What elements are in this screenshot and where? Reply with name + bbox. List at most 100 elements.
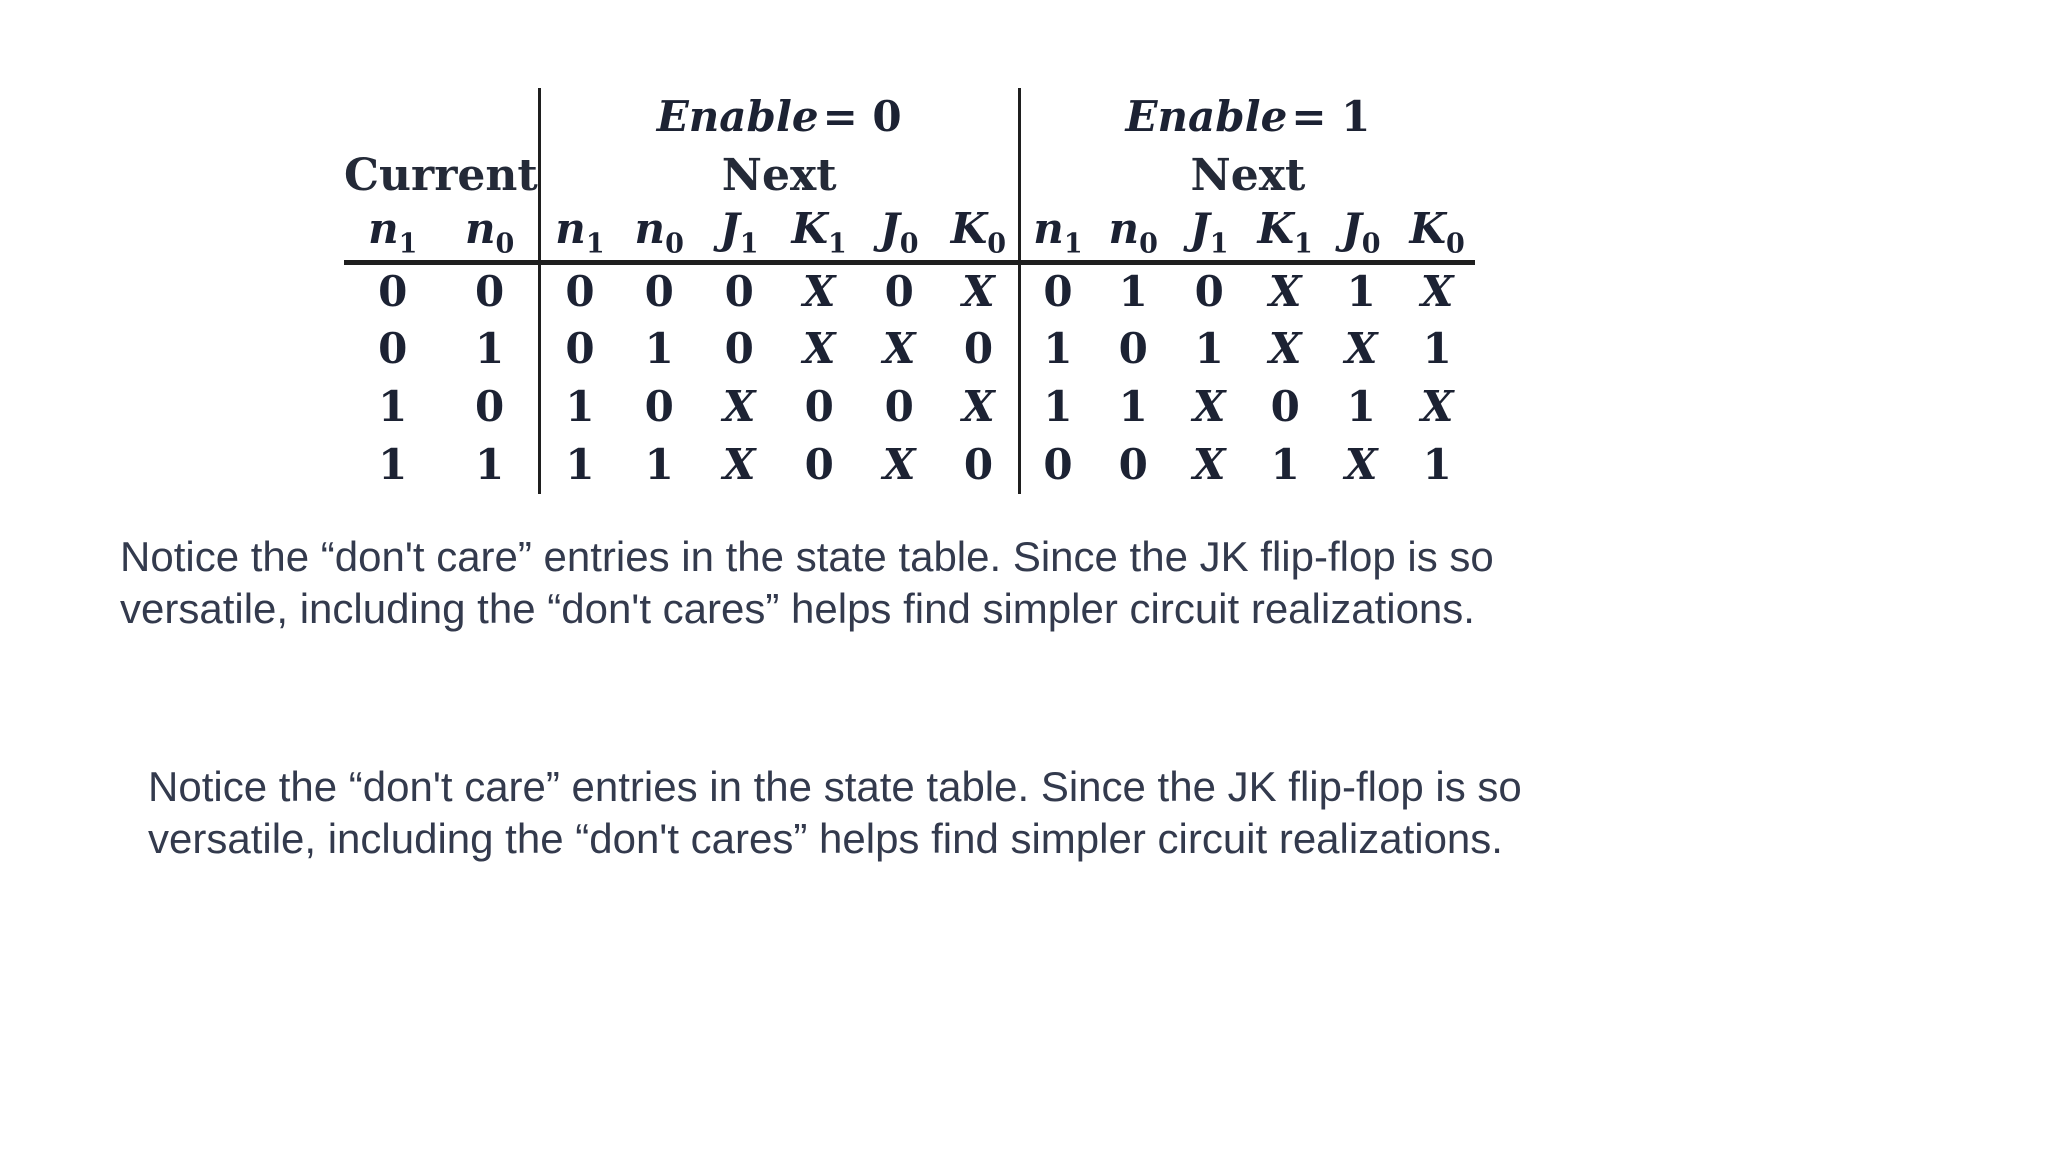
table-cell: 1 [378,440,408,489]
table-cell: 0 [537,262,620,320]
table-cell: 1 [1194,324,1224,373]
header-sub: 1 [398,228,418,260]
table-cell: X [882,324,916,373]
current-label: Current [344,150,538,201]
header-base: n [464,204,496,254]
enable-value: = 0 [822,92,902,141]
enable0-header: Enable= 0 [537,88,1020,146]
column-header: n0 [619,204,700,265]
table-cell: 1 [537,436,620,494]
table-cell: 0 [378,267,408,317]
table-cell: 0 [724,324,754,373]
table-row: 1 1 1 1 X 0 X 0 0 0 X 1 X 1 [344,436,1475,494]
header-sub: 0 [987,228,1007,260]
table-row: 0 0 0 0 0 X 0 X 0 1 0 X 1 X [344,262,1475,320]
table-cell: 0 [1118,440,1148,489]
column-header: K1 [779,206,860,265]
column-header: n1 [537,204,620,265]
table-cell: X [802,324,836,373]
table-cell: 0 [1270,382,1300,431]
column-header: n1 [1017,204,1096,265]
next-label-enable1: Next [1017,146,1476,206]
column-header: K0 [939,204,1020,265]
table-row-enable: Enable= 0 Enable= 1 [344,88,1476,146]
header-base: J [1341,204,1362,254]
table-cell: 1 [1422,440,1452,489]
header-base: n [1033,204,1064,254]
header-sub: 0 [899,228,919,260]
table-cell: 1 [1118,267,1148,317]
table-cell: X [1192,382,1226,431]
table-cell: X [722,440,756,489]
note-paragraph-1: Notice the “don't care” entries in the s… [120,531,1494,635]
header-sub: 1 [1063,228,1083,260]
header-base: n [555,204,586,254]
table-cell: X [1344,324,1378,373]
table-cell: X [1420,382,1454,431]
table-cell: 1 [475,324,505,373]
note-line: versatile, including the “don't cares” h… [148,815,1503,862]
table-cell: 0 [644,382,674,431]
state-table: Enable= 0 Enable= 1 Current Next Next n1… [344,88,1476,494]
enable-var: Enable [656,92,819,141]
column-header: K0 [1399,204,1476,265]
table-cell: 0 [378,324,408,373]
header-base: J [1189,204,1210,254]
column-header: K1 [1247,206,1324,265]
table-cell: 1 [1346,382,1376,431]
table-cell: 1 [1346,267,1376,317]
header-base: K [1409,204,1447,254]
table-row-group-labels: Current Next Next [344,146,1476,206]
column-header: J0 [859,206,940,265]
table-cell: 0 [644,267,674,317]
header-sub: 0 [495,228,515,260]
column-header: n1 [344,206,442,265]
enable-value: = 1 [1291,92,1371,141]
column-header: n0 [441,204,540,265]
header-base: J [719,204,740,254]
header-sub: 0 [1446,228,1465,260]
header-sub: 1 [828,228,847,260]
table-cell: 0 [804,440,834,489]
header-base: n [634,204,666,254]
table-row-column-headers: n1 n0 n1 n0 J1 K1 J0 K0 n1 n0 J1 K1 J0 K… [344,204,1476,265]
table-cell: 1 [1118,382,1148,431]
table-corner-cell [344,88,539,146]
enable1-header: Enable= 1 [1017,88,1476,146]
table-cell: X [1268,324,1302,373]
column-header: J0 [1323,204,1400,265]
table-cell: X [722,382,756,431]
table-row: 1 0 1 0 X 0 0 X 1 1 X 0 1 X [344,378,1475,436]
enable-var: Enable [1125,92,1288,141]
column-header: n0 [1095,206,1172,265]
table-cell: 0 [884,382,914,431]
table-cell: 0 [475,382,505,431]
table-cell: 1 [644,440,674,489]
table-cell: X [1192,440,1226,489]
header-sub: 0 [1139,228,1158,260]
column-header: J1 [699,204,780,265]
table-cell: 0 [1017,262,1096,320]
header-sub: 0 [665,228,684,260]
note-line: Notice the “don't care” entries in the s… [120,533,1494,580]
table-cell: 0 [1118,324,1148,373]
header-base: K [950,204,988,254]
table-cell: 1 [1017,378,1096,436]
header-sub: 1 [1294,228,1313,260]
column-header: J1 [1171,204,1248,265]
table-cell: X [1344,440,1378,489]
table-cell: 1 [1422,324,1452,373]
table-cell: 0 [537,320,620,378]
table-cell: 0 [963,324,994,373]
header-sub: 1 [585,228,605,260]
note-paragraph-2: Notice the “don't care” entries in the s… [148,761,1522,865]
table-cell: 0 [1017,436,1096,494]
table-cell: X [962,267,995,317]
header-sub: 0 [1361,228,1381,260]
table-cell: 0 [475,267,505,317]
table-cell: 1 [378,382,408,431]
note-line: Notice the “don't care” entries in the s… [148,763,1522,810]
table-cell: 0 [884,267,914,317]
next-label-enable0: Next [537,146,1020,206]
